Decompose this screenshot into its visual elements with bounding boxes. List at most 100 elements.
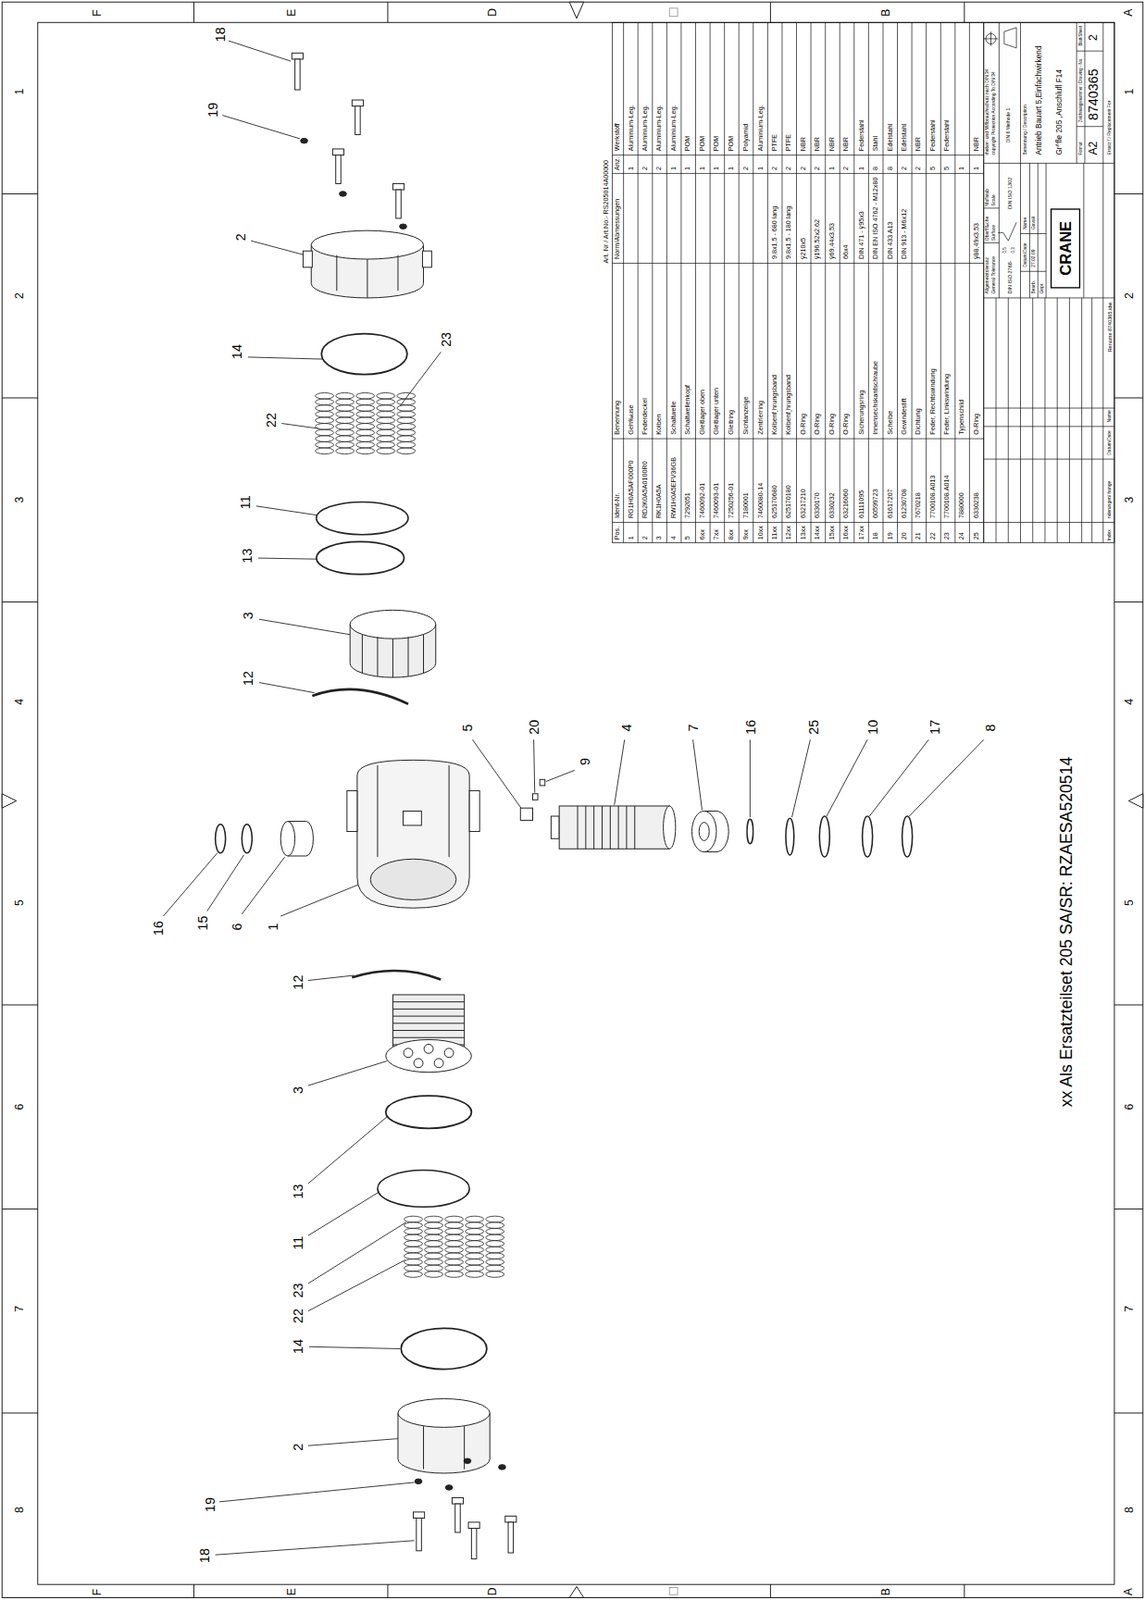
table-cell: Aluminium-Leg.: [641, 104, 648, 151]
table-cell: PTFE: [785, 134, 793, 151]
table-cell: RD2K0A5A0100R0: [641, 460, 648, 519]
table-cell: 9,8x1,5 - 680 lang: [771, 206, 778, 260]
table-cell: 66x4: [843, 244, 850, 260]
table-cell: Stahl: [871, 136, 879, 151]
callout-number: 23: [439, 332, 453, 348]
zone-number: 5: [1122, 899, 1134, 907]
title-block-text: 2: [1087, 34, 1099, 41]
table-cell: NBR: [972, 136, 980, 151]
callout-number: 23: [291, 1282, 305, 1298]
table-cell: 7460080-14: [757, 483, 764, 519]
callout-number: 2: [233, 233, 247, 241]
table-cell: Aluminium-Leg.: [757, 104, 764, 151]
table-cell: 5: [930, 166, 937, 171]
title-block-text: 8740365: [1086, 68, 1100, 121]
table-cell: 6330232: [829, 492, 836, 519]
title-block-text: Name: [1107, 410, 1112, 423]
zone-letter: B: [880, 1588, 892, 1596]
zone-letter: A: [1121, 1588, 1133, 1596]
table-cell: 6xx: [698, 529, 706, 540]
table-cell: O-Ring: [972, 413, 980, 436]
zone-number: 3: [1122, 497, 1134, 504]
callout-number: 19: [205, 102, 219, 118]
table-cell: NBR: [829, 136, 836, 151]
parts-table-grid: [612, 22, 984, 543]
zone-number: 2: [1122, 292, 1134, 299]
table-cell: 10xx: [757, 525, 764, 540]
table-cell: 20: [900, 532, 908, 540]
callout-number: 6: [230, 922, 244, 931]
callout-number: 22: [291, 1308, 305, 1324]
table-cell: Aluminium-Leg.: [670, 104, 677, 151]
title-block-grid: [983, 22, 1115, 543]
callout-number: 11: [291, 1236, 305, 1251]
table-cell: 61111095: [858, 490, 865, 519]
table-cell: Schaltwelle: [670, 400, 677, 435]
table-cell: ÿ196,52x2,62: [814, 219, 822, 260]
zone-letter: F: [91, 1588, 103, 1595]
table-cell: 1: [829, 166, 836, 171]
table-cell: Gleitlager unten: [713, 387, 721, 436]
callout-number: 5: [460, 723, 474, 732]
leader-lines: [162, 40, 984, 1556]
title-block-text: DIN 6 Methode 1: [1007, 108, 1012, 144]
table-cell: 15xx: [829, 525, 836, 540]
table-cell: 2: [656, 166, 663, 171]
table-cell: 2: [843, 166, 850, 171]
table-cell: 18: [871, 532, 879, 540]
table-cell: 1: [727, 166, 735, 171]
title-block-text: Gepr.: [1039, 282, 1045, 294]
zone-number: 7: [1122, 1306, 1134, 1313]
table-cell: 9xx: [742, 529, 749, 540]
table-cell: 1: [626, 535, 634, 540]
table-cell: ÿ210x5: [799, 237, 807, 260]
table-header: Werkstoff: [614, 123, 622, 151]
table-cell: Scheibe: [886, 410, 894, 436]
exploded-view-top: [291, 52, 436, 704]
table-cell: 625170180: [785, 485, 793, 519]
table-cell: O-Ring: [843, 413, 850, 436]
title-block-text: Allgemeintoleranz: [985, 257, 991, 294]
table-cell: 1: [670, 166, 677, 171]
table-cell: 2: [641, 166, 648, 171]
callout-number: 18: [197, 1548, 211, 1564]
table-cell: 2: [814, 166, 822, 171]
table-cell: 63217210: [799, 488, 807, 519]
table-header: Ident-Nr.: [614, 493, 622, 519]
callout-number: 14: [230, 344, 244, 360]
table-cell: Edelstahl: [900, 124, 908, 151]
table-cell: Edelstahl: [886, 124, 894, 151]
title-block-text: Format: [1078, 142, 1083, 156]
table-cell: 2: [742, 166, 749, 171]
table-cell: 24: [958, 532, 966, 540]
table-cell: POM: [698, 136, 706, 151]
table-cell: 22: [930, 532, 937, 540]
table-cell: POM: [713, 136, 721, 151]
table-cell: RW1H0A5EFV36GB: [670, 457, 677, 519]
table-cell: 8: [871, 166, 879, 171]
table-header: Anz.: [614, 157, 622, 171]
table-cell: ÿ88,49x3,53: [972, 223, 980, 260]
callout-number: 19: [202, 1497, 216, 1513]
table-cell: 14xx: [814, 525, 822, 540]
table-cell: Innensechskantschraube: [871, 360, 879, 436]
title-block-text: Surface: [992, 224, 997, 241]
zone-letter: E: [285, 1588, 297, 1596]
exploded-view-bottom: [351, 970, 517, 1560]
zone-letter: F: [91, 9, 103, 16]
table-cell: DIN EN ISO 4762 - M12x80: [871, 177, 879, 260]
table-cell: RK1H0A5A: [656, 484, 663, 519]
title-block-text: Maflstab: [985, 188, 991, 207]
zone-letter: B: [880, 8, 892, 16]
note-text: xx Als Ersatzteilset 205 SA/SR: RZAESA52…: [1057, 757, 1075, 1108]
table-cell: 1: [972, 166, 980, 171]
table-cell: DIN 913 - M6x12: [900, 209, 908, 260]
table-cell: 23: [944, 532, 951, 540]
callout-number: 4: [620, 723, 634, 732]
table-cell: 63216060: [843, 488, 850, 519]
callout-number: 18: [212, 26, 226, 42]
table-cell: NBR: [915, 136, 922, 151]
table-cell: DIN 433 A13: [886, 221, 894, 260]
title-block-text: General Tolerance: [992, 256, 997, 294]
